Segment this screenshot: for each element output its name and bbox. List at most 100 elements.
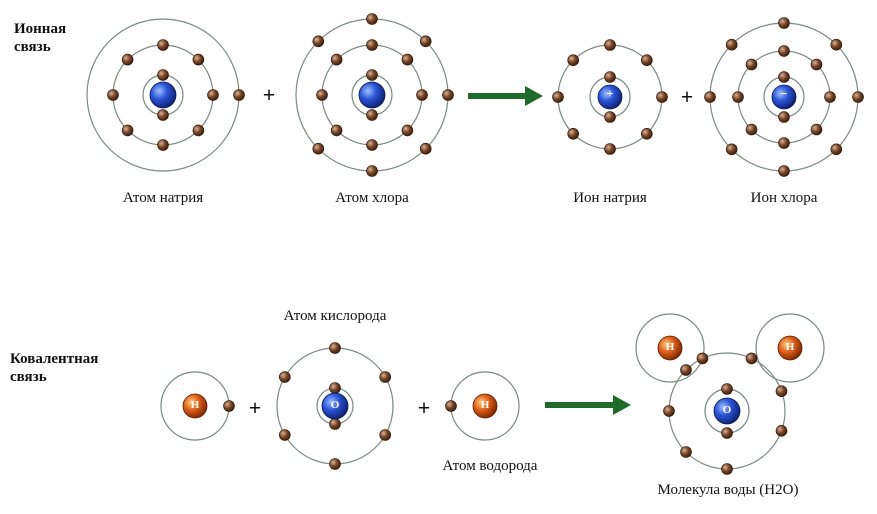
hydrogen-symbol-right: H xyxy=(480,399,490,411)
chlorine-ion-electron-3-7 xyxy=(704,91,716,103)
water-oxygen-electron-2-3 xyxy=(775,385,788,398)
chlorine-ion-charge: − xyxy=(780,86,788,101)
oxygen-atom-electron-2-3 xyxy=(379,429,392,441)
water-oxygen-electron-2-1 xyxy=(696,352,709,365)
sodium-atom-electron-2-5 xyxy=(157,139,169,151)
sodium-atom-electron-2-7 xyxy=(107,89,119,101)
chlorine-atom-electron-3-7 xyxy=(312,35,325,48)
water-oxygen-electron-2-5 xyxy=(721,463,733,475)
chlorine-atom-nucleus xyxy=(358,81,386,109)
oxygen-atom-electron-1-1 xyxy=(329,382,341,394)
chlorine-ion-electron-2-4 xyxy=(810,123,823,136)
ionic-bond-title: Ионная связь xyxy=(14,20,66,56)
sodium-ion-nucleus xyxy=(597,84,623,110)
sodium-atom-electron-1-1 xyxy=(157,69,169,81)
chlorine-atom-electron-2-3 xyxy=(416,89,428,101)
water-molecule-label: Молекула воды (H2O) xyxy=(657,482,799,498)
hydrogen-atom-left-nucleus xyxy=(182,393,208,419)
water-hydrogen-left-nucleus xyxy=(657,335,683,361)
oxygen-atom-nucleus xyxy=(321,392,349,420)
sodium-ion-electron-1-2 xyxy=(604,111,616,123)
chlorine-atom-electron-1-1 xyxy=(366,69,378,81)
chlorine-ion-electron-2-2 xyxy=(810,58,823,71)
sodium-ion-label: Ион натрия xyxy=(573,190,647,206)
chlorine-atom-electron-3-5 xyxy=(366,165,378,177)
chlorine-atom-electron-3-2 xyxy=(419,35,432,48)
sodium-atom-electron-2-8 xyxy=(121,53,134,66)
sodium-atom-electron-2-4 xyxy=(192,124,205,137)
water-oxygen-electron-2-4 xyxy=(775,424,788,437)
hydrogen-atom-right-electron-1-1 xyxy=(445,400,457,412)
hydrogen-atom-right-nucleus xyxy=(472,393,498,419)
covalent-title-line2: связь xyxy=(10,369,47,385)
chlorine-atom-electron-3-6 xyxy=(312,142,325,155)
chlorine-atom-electron-3-4 xyxy=(419,142,432,155)
sodium-ion-electron-2-1 xyxy=(604,39,616,51)
oxygen-atom-electron-2-2 xyxy=(379,371,392,383)
hydrogen-atom-left-electron-1-1 xyxy=(223,400,235,412)
sodium-atom-electron-2-1 xyxy=(157,39,169,51)
chlorine-ion-electron-2-3 xyxy=(824,91,836,103)
sodium-atom-electron-3-1 xyxy=(233,89,245,101)
water-oxygen-electron-2-2 xyxy=(745,352,758,365)
oxygen-atom-label: Атом кислорода xyxy=(283,308,387,324)
chlorine-ion-electron-2-1 xyxy=(778,45,790,57)
nuclei xyxy=(149,81,803,425)
water-oxygen-symbol: O xyxy=(722,404,732,416)
chlorine-ion-electron-3-6 xyxy=(725,143,738,156)
water-hydrogen-right-shell-1 xyxy=(755,313,825,383)
electrons xyxy=(107,13,864,475)
chlorine-ion-electron-3-4 xyxy=(830,143,843,156)
chlorine-ion-electron-3-3 xyxy=(852,91,864,103)
sodium-atom-electron-2-6 xyxy=(121,124,134,137)
covalent-bond-title: Ковалентная связь xyxy=(10,350,98,386)
oxygen-atom-electron-2-6 xyxy=(278,371,291,383)
chlorine-ion-electron-2-5 xyxy=(778,137,790,149)
chlorine-ion-electron-2-6 xyxy=(745,123,758,136)
ionic-title-line1: Ионная xyxy=(14,21,67,37)
sodium-atom-electron-1-2 xyxy=(157,109,169,121)
water-oxygen-electron-2-6 xyxy=(680,446,692,458)
chlorine-atom-electron-3-3 xyxy=(442,89,454,101)
chlorine-ion-electron-3-1 xyxy=(778,17,790,29)
hydrogen-atom-label: Атом водорода xyxy=(442,458,538,474)
oxygen-symbol: O xyxy=(330,399,340,411)
water-hydrogen-symbol-right: H xyxy=(785,341,795,353)
chlorine-ion-electron-3-8 xyxy=(725,38,738,51)
water-oxygen-nucleus xyxy=(713,397,741,425)
covalent-title-line1: Ковалентная xyxy=(10,351,99,367)
chlorine-atom-electron-2-6 xyxy=(330,124,343,137)
plus-sign-2: + xyxy=(680,84,694,109)
chlorine-atom-electron-2-7 xyxy=(316,89,328,101)
chlorine-ion-electron-2-7 xyxy=(732,91,744,103)
sodium-ion-electron-2-3 xyxy=(656,91,668,103)
sodium-ion-electron-1-1 xyxy=(604,71,616,83)
oxygen-atom-electron-2-1 xyxy=(329,342,341,354)
chlorine-atom-electron-1-2 xyxy=(366,109,378,121)
plus-sign-3: + xyxy=(248,395,262,420)
sodium-ion-electron-2-6 xyxy=(567,128,580,140)
covalent-arrow xyxy=(545,395,631,415)
oxygen-atom-electron-1-2 xyxy=(329,418,341,430)
chlorine-atom-electron-3-1 xyxy=(366,13,378,25)
ionic-arrow xyxy=(468,86,543,106)
ionic-title-line2: связь xyxy=(14,39,51,55)
chlorine-ion-label: Ион хлора xyxy=(750,190,818,206)
sodium-ion-electron-2-8 xyxy=(567,54,580,67)
chlorine-atom-electron-2-8 xyxy=(330,53,343,66)
chlorine-atom-label: Атом хлора xyxy=(335,190,409,206)
chlorine-ion-electron-1-2 xyxy=(778,111,790,123)
water-hydrogen-left-shell-1 xyxy=(635,313,705,383)
sodium-ion-electron-2-4 xyxy=(640,128,653,140)
sodium-atom-label: Атом натрия xyxy=(122,190,204,206)
chlorine-ion-electron-3-5 xyxy=(778,165,790,177)
water-oxygen-electron-2-8 xyxy=(680,364,692,376)
chlorine-ion-nucleus xyxy=(771,84,797,110)
plus-sign-1: + xyxy=(262,82,276,107)
chlorine-ion-electron-1-1 xyxy=(778,71,790,83)
sodium-atom-electron-2-2 xyxy=(192,53,205,66)
sodium-ion-charge: + xyxy=(606,86,614,101)
water-hydrogen-right-nucleus xyxy=(777,335,803,361)
